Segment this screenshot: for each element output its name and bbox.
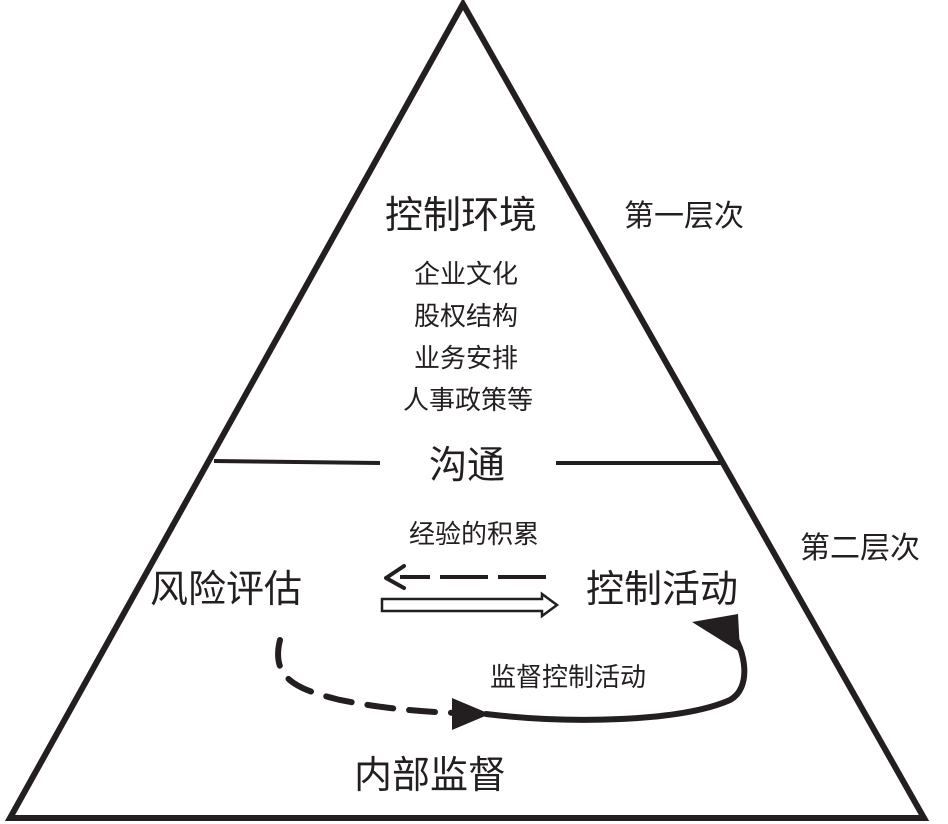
- experience-label: 经验的积累: [408, 520, 540, 550]
- internal-supervision-label: 内部监督: [353, 753, 507, 797]
- supervise-activities-label: 监督控制活动: [490, 663, 647, 693]
- supervision-to-activities-curve: [483, 627, 748, 723]
- communication-label: 沟通: [428, 443, 506, 487]
- control-environment-title: 控制环境: [384, 193, 538, 237]
- solid-curve-arrowhead: [692, 614, 740, 652]
- control-activities-label: 控制活动: [586, 567, 739, 611]
- feedback-dashed-arrow: [384, 564, 546, 590]
- pyramid-outline: [4, 0, 930, 821]
- top-item-culture: 企业文化: [413, 260, 519, 290]
- level-two-label: 第二层次: [800, 531, 920, 566]
- dashed-curve-arrowhead: [452, 698, 490, 730]
- top-item-hr-policy: 人事政策等: [402, 386, 534, 416]
- top-item-business: 业务安排: [413, 344, 519, 374]
- level-one-label: 第一层次: [624, 199, 744, 234]
- hollow-arrow: [380, 591, 560, 619]
- top-item-equity: 股权结构: [413, 302, 519, 332]
- divider-line-left: [213, 459, 381, 465]
- risk-to-supervision-dashed-curve: [275, 637, 463, 716]
- risk-assessment-label: 风险评估: [150, 567, 303, 611]
